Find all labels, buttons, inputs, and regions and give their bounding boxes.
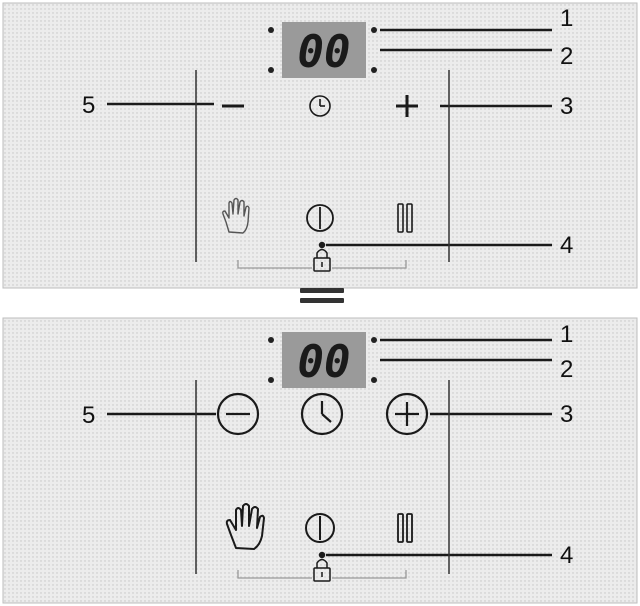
plus-circle-icon[interactable] [385, 392, 429, 436]
equals-bar-bottom [300, 298, 344, 303]
clock-icon[interactable] [300, 392, 344, 436]
equals-icon [300, 283, 344, 311]
bottom-callout-4: 4 [560, 542, 573, 569]
top-callout-4: 4 [560, 232, 573, 259]
pause-icon[interactable] [397, 203, 413, 233]
hand-icon[interactable] [222, 197, 250, 234]
lock-icon[interactable] [313, 551, 331, 582]
minus-circle-icon[interactable] [216, 392, 260, 436]
bottom-display-digits: 00 [298, 337, 351, 388]
bottom-panel: 00 1 2 3 4 5 [2, 317, 638, 604]
top-panel: 00 1 2 3 4 5 [2, 2, 638, 289]
top-display-digits: 00 [298, 27, 351, 78]
top-display: 00 [268, 22, 377, 78]
bottom-callout-3: 3 [560, 401, 573, 428]
power-icon[interactable] [306, 204, 334, 232]
top-display-screen [282, 22, 366, 78]
clock-icon[interactable] [309, 95, 331, 117]
top-callout-2: 2 [560, 43, 573, 70]
plus-icon[interactable] [396, 95, 418, 117]
top-callout-5: 5 [82, 92, 95, 119]
bottom-callout-5: 5 [82, 402, 95, 429]
equals-bar-top [300, 288, 344, 293]
bottom-callout-lines [107, 338, 552, 557]
lock-icon[interactable] [313, 241, 331, 272]
power-icon[interactable] [305, 513, 335, 543]
bottom-display: 00 [268, 332, 377, 388]
bottom-lock-bracket [237, 570, 407, 579]
hand-icon[interactable] [225, 503, 265, 550]
top-callout-3: 3 [560, 93, 573, 120]
bottom-callout-1: 1 [560, 321, 573, 348]
bottom-callout-2: 2 [560, 356, 573, 383]
pause-icon[interactable] [397, 513, 413, 543]
top-lock-bracket [237, 260, 407, 269]
bottom-display-screen [282, 332, 366, 388]
top-callout-1: 1 [560, 5, 573, 32]
